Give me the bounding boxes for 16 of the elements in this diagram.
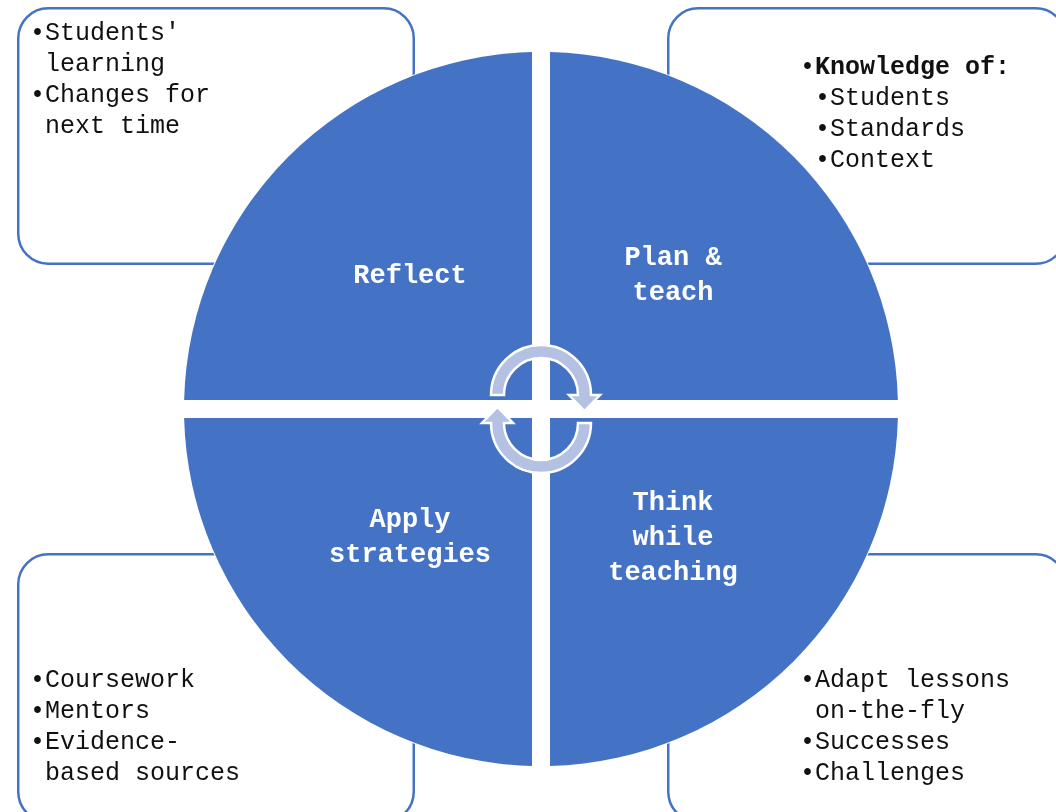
- quadrant-label: Plan & teach: [623, 242, 723, 310]
- bullet-text: •Changes for next time: [30, 80, 212, 142]
- bullet-text: •Evidence-based sources: [30, 727, 242, 789]
- bullet-text: •Standards: [815, 114, 967, 145]
- bullet-text: •Challenges: [800, 758, 967, 789]
- bullet-text: •Successes: [800, 727, 952, 758]
- bullet-text: •Knowledge of:: [800, 52, 1012, 83]
- bullet-text: •Coursework: [30, 665, 197, 696]
- bullet-text: •Context: [815, 145, 937, 176]
- quadrant-label: Apply strategies: [328, 504, 492, 572]
- quadrant-label: Think while teaching: [607, 486, 739, 590]
- bullet-text: •Adapt lessons on-the-fly: [800, 665, 1012, 727]
- bullet-text: •Students: [815, 83, 952, 114]
- bullet-text: •Mentors: [30, 696, 152, 727]
- quadrant-label: Reflect: [352, 259, 468, 293]
- bullet-text: •Students' learning: [30, 18, 182, 80]
